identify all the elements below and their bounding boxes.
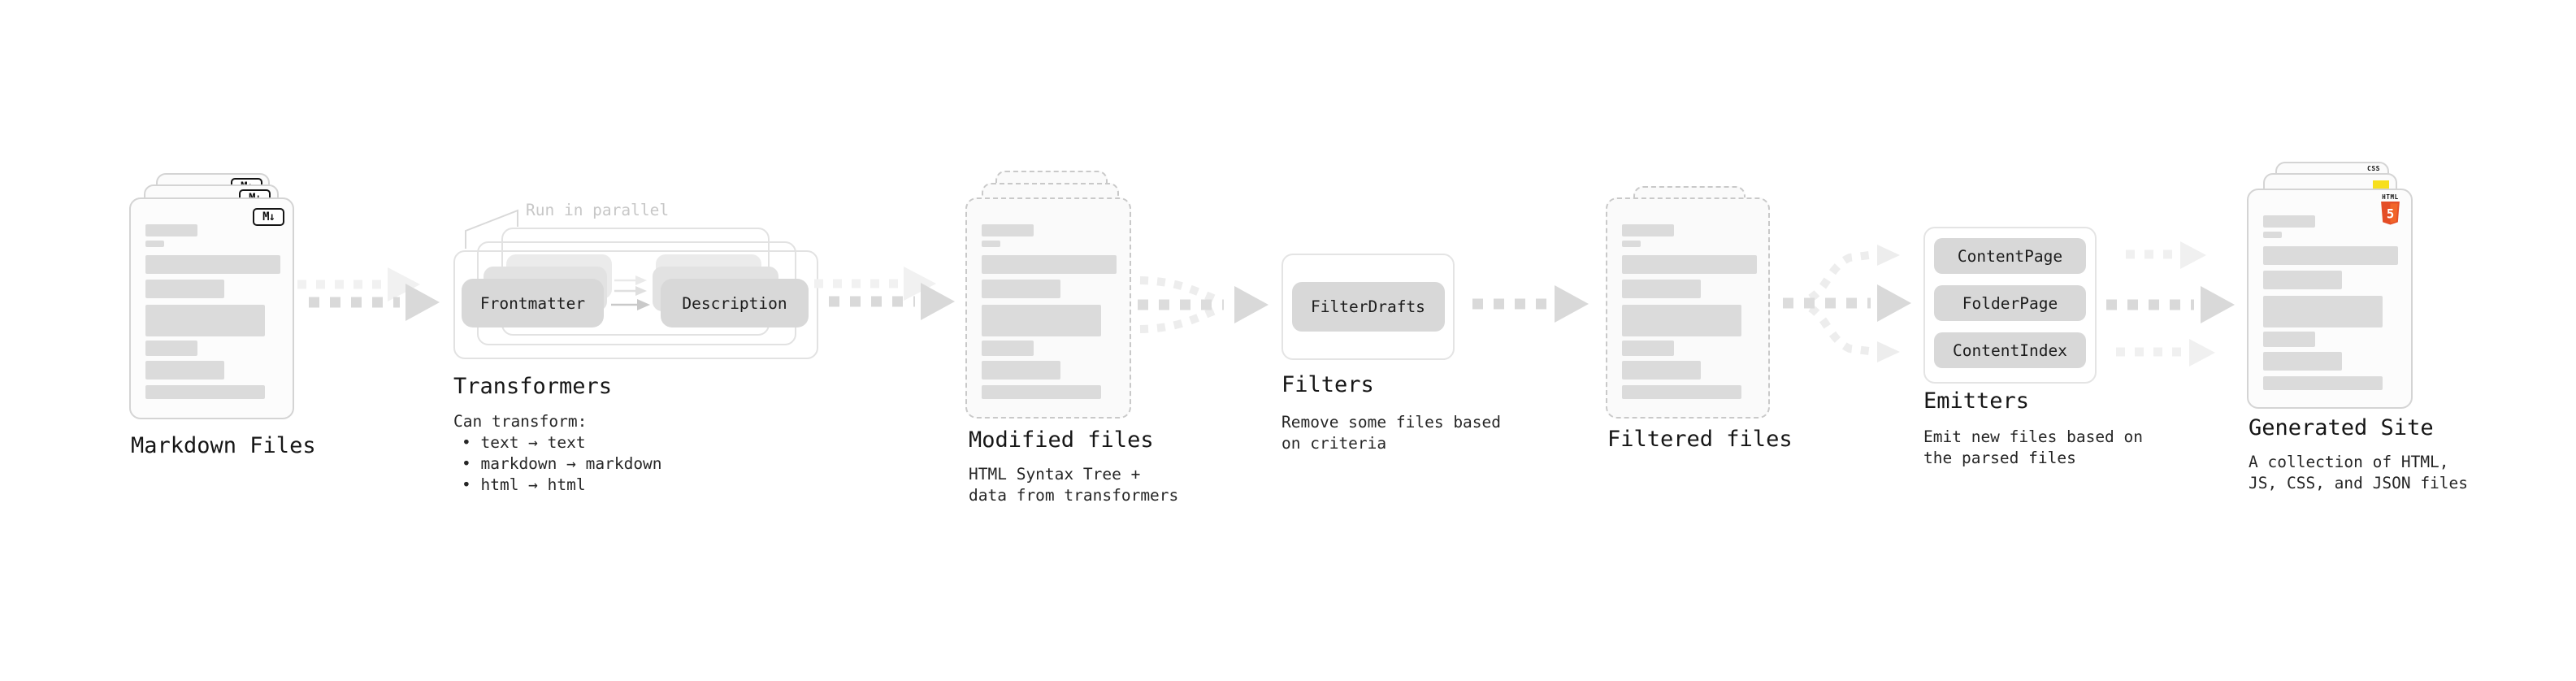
modified-files-desc-line: data from transformers [969, 486, 1179, 505]
skeleton-line [145, 280, 224, 298]
filters-description: Remove some files based on criteria [1281, 412, 1501, 454]
transform-bullet: • html → html [462, 475, 586, 494]
markdown-file-icon: M↓ [253, 208, 284, 226]
skeleton-line [2263, 232, 2282, 238]
skeleton-line [1622, 361, 1701, 380]
skeleton-line [982, 385, 1101, 399]
markdown-file-card-front: M↓ [129, 197, 294, 419]
generated-site-label: Generated Site [2249, 415, 2434, 440]
skeleton-line [982, 340, 1034, 356]
skeleton-line [2263, 246, 2398, 265]
emitters-description: Emit new files based on the parsed files [1923, 427, 2143, 469]
content-index-pill: ContentIndex [1934, 332, 2086, 368]
html5-badge-label: HTML [2382, 193, 2399, 201]
frontmatter-pill: Frontmatter [462, 279, 604, 327]
skeleton-line [145, 224, 197, 236]
emitters-box: ContentPage FolderPage ContentIndex [1923, 227, 2097, 384]
skeleton-line [1622, 340, 1674, 356]
skeleton-line [1622, 224, 1674, 236]
run-in-parallel-note: Run in parallel [526, 201, 670, 219]
emitters-desc-line: the parsed files [1923, 449, 2076, 467]
content-page-pill: ContentPage [1934, 238, 2086, 274]
arrow-ghost [297, 267, 420, 301]
arrow-filtered-to-emitters [1783, 245, 1911, 362]
filtered-files-label: Filtered files [1607, 427, 1793, 452]
arrow-markdown-to-transformers [297, 267, 440, 321]
emitters-desc-line: Emit new files based on [1923, 427, 2144, 446]
skeleton-line [2263, 271, 2342, 289]
skeleton-line [145, 255, 280, 274]
file-skeleton-content [2263, 215, 2398, 390]
markdown-files-label: Markdown Files [131, 433, 316, 458]
skeleton-line [982, 361, 1060, 380]
generated-site-desc-line: JS, CSS, and JSON files [2249, 474, 2469, 492]
filter-drafts-pill: FilterDrafts [1291, 282, 1445, 332]
skeleton-line [145, 385, 265, 399]
skeleton-line [2263, 376, 2383, 390]
filters-desc-line: on criteria [1281, 434, 1387, 453]
folder-page-pill: FolderPage [1934, 285, 2086, 321]
skeleton-line [2263, 352, 2342, 371]
skeleton-line [145, 305, 265, 336]
arrow-modified-to-filters [1138, 276, 1268, 333]
skeleton-line [145, 340, 197, 356]
file-skeleton-content [982, 224, 1117, 399]
skeleton-line [982, 305, 1101, 336]
skeleton-line [145, 361, 224, 380]
skeleton-line [1622, 241, 1641, 247]
skeleton-line [2263, 296, 2383, 327]
html5-shield-icon: 5 [2381, 201, 2400, 224]
modified-files-description: HTML Syntax Tree + data from transformer… [969, 464, 1178, 506]
filters-desc-line: Remove some files based [1281, 413, 1502, 432]
skeleton-line [982, 255, 1117, 274]
emitters-title: Emitters [1923, 388, 2030, 414]
skeleton-line [982, 241, 1000, 247]
skeleton-line [982, 224, 1034, 236]
modified-files-label: Modified files [969, 427, 1154, 453]
arrow-emitters-to-site-top [2126, 241, 2206, 269]
transform-bullet: • text → text [462, 433, 586, 452]
modified-files-desc-line: HTML Syntax Tree + [969, 465, 1141, 484]
svg-text:5: 5 [2387, 206, 2394, 221]
transformers-desc-heading: Can transform: [453, 412, 588, 431]
filters-title: Filters [1281, 372, 1374, 397]
description-pill: Description [661, 279, 809, 327]
transform-bullet: • markdown → markdown [462, 454, 662, 473]
arrow-filters-to-filtered [1472, 285, 1589, 323]
transformers-description: Can transform: • text → text • markdown … [453, 411, 662, 496]
transformers-title: Transformers [453, 374, 613, 399]
js-file-icon [2373, 180, 2389, 190]
css-badge-label: CSS [2367, 165, 2380, 172]
skeleton-line [2263, 215, 2315, 228]
arrow-emitters-to-site-middle [2106, 286, 2235, 323]
filters-box: FilterDrafts [1281, 254, 1455, 360]
skeleton-line [1622, 255, 1757, 274]
modified-file-card-front [965, 197, 1131, 419]
arrow-ghost [814, 267, 936, 301]
skeleton-line [1622, 305, 1741, 336]
skeleton-line [1622, 385, 1741, 399]
arrow-transformers-to-modified [814, 267, 955, 320]
arrow-emitters-to-site-bottom [2116, 339, 2215, 367]
generated-html-file-card: HTML 5 [2247, 189, 2413, 409]
filtered-file-card-front [1606, 197, 1770, 419]
skeleton-line [2263, 332, 2315, 347]
skeleton-line [1622, 280, 1701, 298]
skeleton-line [145, 241, 164, 247]
generated-site-desc-line: A collection of HTML, [2249, 453, 2449, 471]
generated-site-description: A collection of HTML, JS, CSS, and JSON … [2249, 452, 2468, 494]
file-skeleton-content [145, 224, 280, 399]
html5-file-icon: HTML 5 [2379, 194, 2401, 225]
skeleton-line [982, 280, 1060, 298]
transformer-layer-front [453, 250, 818, 359]
file-skeleton-content [1622, 224, 1757, 399]
